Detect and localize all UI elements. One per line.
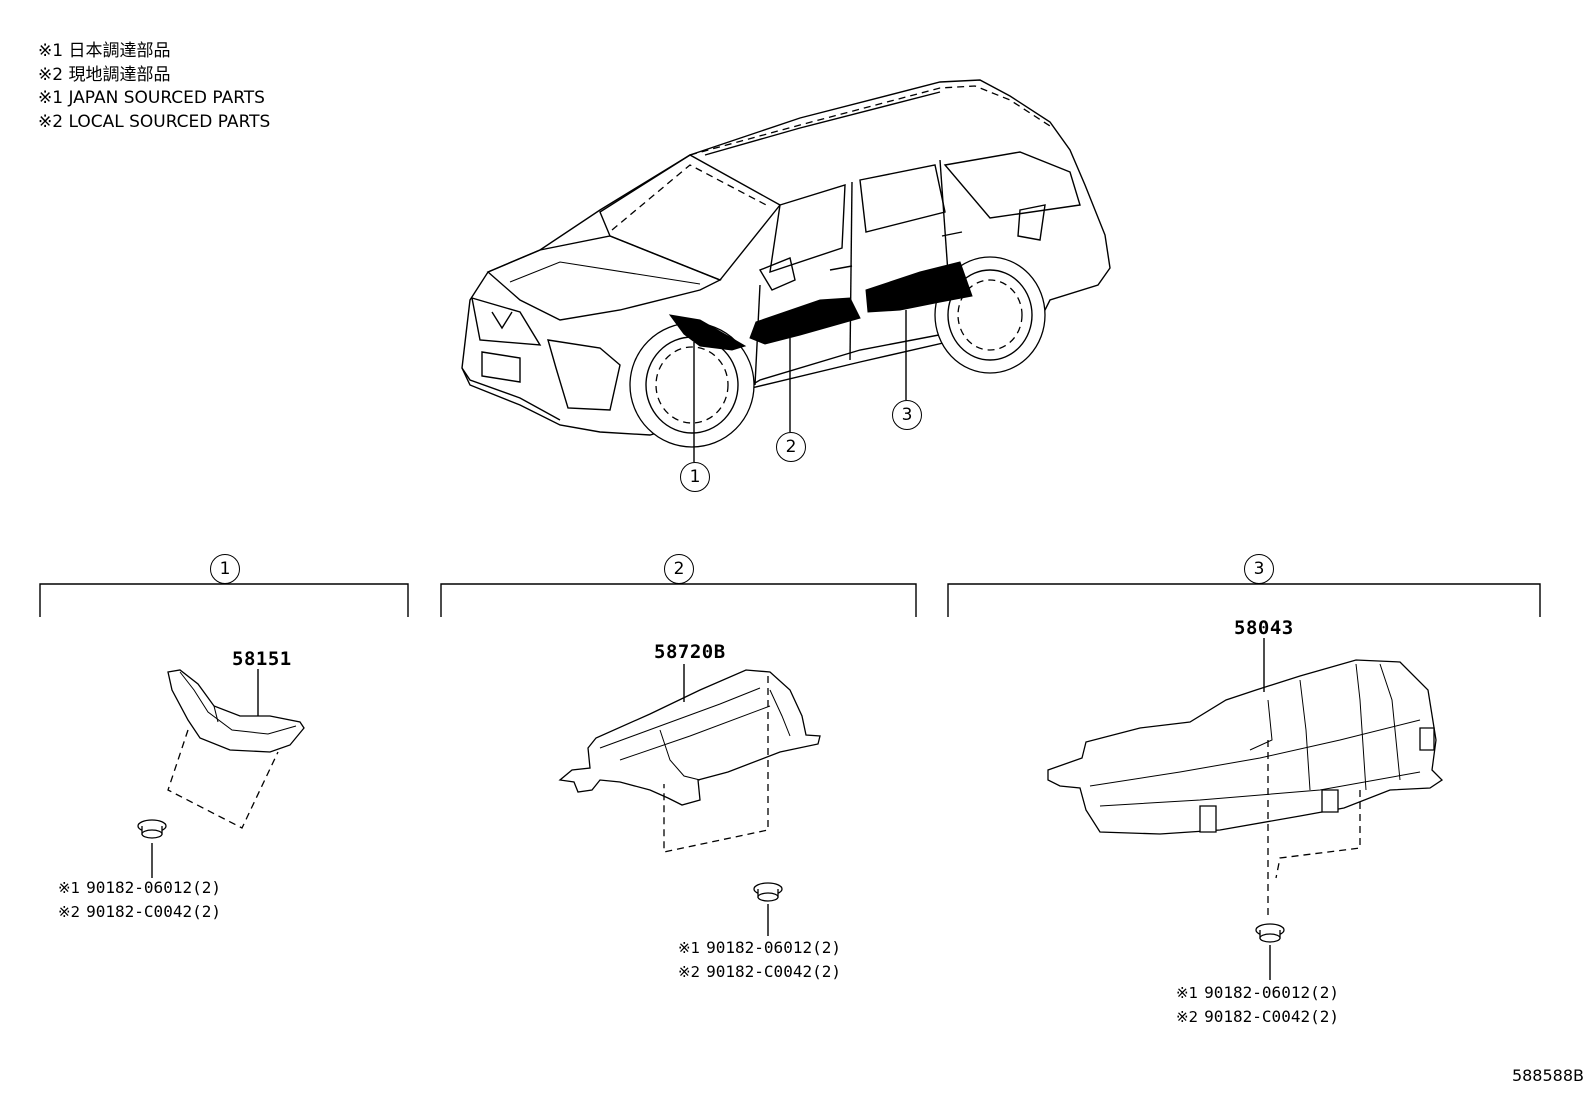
fastener-row: ※1 90182-06012(2) xyxy=(58,876,221,900)
fastener-row: ※2 90182-C0042(2) xyxy=(58,900,221,924)
vehicle-callout-2: 2 xyxy=(776,432,806,462)
part-number-58720B: 58720B xyxy=(654,641,726,663)
fastener-mark: ※1 xyxy=(678,939,701,957)
part-number-58043: 58043 xyxy=(1234,617,1294,639)
group-1-label: 1 xyxy=(210,554,240,584)
fastener-number: 90182-06012(2) xyxy=(86,878,221,897)
group-3-fastener-list: ※1 90182-06012(2) ※2 90182-C0042(2) xyxy=(1176,981,1339,1029)
part-58151-drawing xyxy=(137,669,305,878)
part-number-58151: 58151 xyxy=(232,648,292,670)
fastener-mark: ※1 xyxy=(1176,984,1199,1002)
fastener-number: 90182-06012(2) xyxy=(706,938,841,957)
group-2-bracket xyxy=(440,583,917,617)
fastener-row: ※2 90182-C0042(2) xyxy=(678,960,841,984)
fastener-row: ※2 90182-C0042(2) xyxy=(1176,1005,1339,1029)
vehicle-illustration xyxy=(461,79,1111,462)
group-2-fastener-list: ※1 90182-06012(2) ※2 90182-C0042(2) xyxy=(678,936,841,984)
legend-line-1: ※1 日本調達部品 xyxy=(38,41,171,61)
part-58043-drawing xyxy=(1047,638,1444,980)
vehicle-callout-3: 3 xyxy=(892,400,922,430)
fastener-row: ※1 90182-06012(2) xyxy=(1176,981,1339,1005)
fastener-mark: ※2 xyxy=(1176,1008,1199,1026)
group-2-label: 2 xyxy=(664,554,694,584)
fastener-mark: ※2 xyxy=(678,963,701,981)
front-wheel xyxy=(629,322,755,448)
fastener-mark: ※2 xyxy=(58,903,81,921)
vehicle-part-1-highlight xyxy=(668,314,747,351)
fastener-number: 90182-C0042(2) xyxy=(86,902,221,921)
legend-line-4: ※2 LOCAL SOURCED PARTS xyxy=(38,111,271,132)
group-3-bracket xyxy=(947,583,1541,617)
group-1-fastener-list: ※1 90182-06012(2) ※2 90182-C0042(2) xyxy=(58,876,221,924)
group-3-label: 3 xyxy=(1244,554,1274,584)
legend-line-2: ※2 現地調達部品 xyxy=(38,64,171,85)
sourcing-legend: ※1 日本調達部品 ※2 現地調達部品 ※1 JAPAN SOURCED PAR… xyxy=(38,40,270,134)
fastener-row: ※1 90182-06012(2) xyxy=(678,936,841,960)
vehicle-part-3-highlight xyxy=(865,261,973,313)
fastener-number: 90182-06012(2) xyxy=(1204,983,1339,1002)
part-58720B-drawing xyxy=(558,664,821,936)
legend-line-3: ※1 JAPAN SOURCED PARTS xyxy=(38,88,265,108)
vehicle-part-2-highlight xyxy=(749,297,861,345)
fastener-number: 90182-C0042(2) xyxy=(1204,1007,1339,1026)
fastener-number: 90182-C0042(2) xyxy=(706,962,841,981)
group-1-bracket xyxy=(39,583,409,617)
fastener-mark: ※1 xyxy=(58,879,81,897)
vehicle-callout-1: 1 xyxy=(680,462,710,492)
diagram-code: 588588B xyxy=(1511,1066,1584,1085)
